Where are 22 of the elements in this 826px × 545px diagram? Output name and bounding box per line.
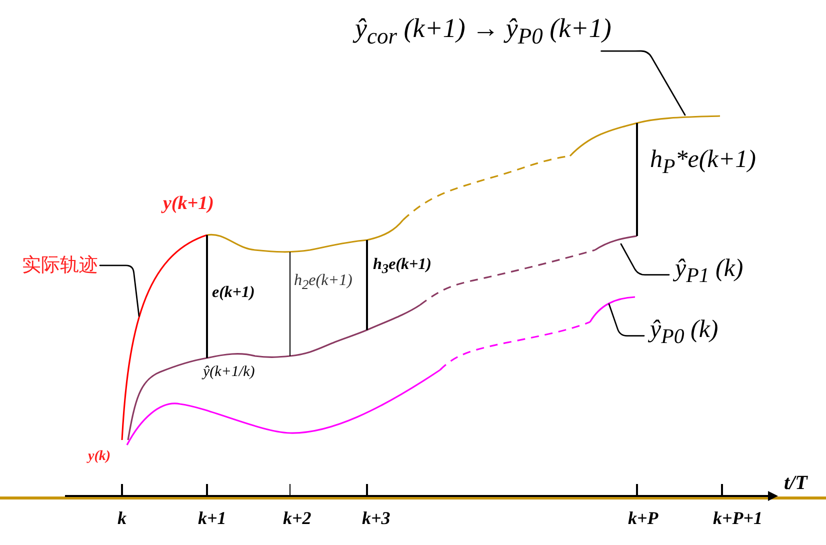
output-label: y(k+1) <box>163 194 214 215</box>
error-label: h$_{2}$e(k+1) <box>294 272 352 293</box>
tick-label: k+1 <box>198 509 226 529</box>
axis-label: t/T <box>784 472 808 494</box>
trajectory-label: 实际轨迹 <box>22 255 98 276</box>
tick-label: k <box>118 509 126 529</box>
leader-line <box>600 50 686 116</box>
tick-label: k+P+1 <box>713 509 763 529</box>
prediction-point-label: ŷ(k+1/k) <box>203 364 255 380</box>
correction-formula: ŷ$_{cor}$ (k+1) → ŷ$_{P0}$ (k+1) <box>355 14 612 50</box>
error-label: h$_{3}$e(k+1) <box>373 256 432 277</box>
correction-term: h$_{P}$*e(k+1) <box>650 146 756 178</box>
error-label: e(k+1) <box>212 284 255 302</box>
prediction-label: ŷ$_{P1}$ (k) <box>675 255 744 287</box>
leader-line <box>99 264 140 317</box>
tick-label: k+3 <box>362 509 390 529</box>
tick-label: k+P <box>628 509 658 529</box>
leader-line <box>608 303 645 336</box>
tick-label: k+2 <box>283 509 312 529</box>
prediction-label: ŷ$_{P0}$ (k) <box>650 316 718 348</box>
output-label: y(k) <box>88 449 111 464</box>
leader-line <box>620 243 670 276</box>
